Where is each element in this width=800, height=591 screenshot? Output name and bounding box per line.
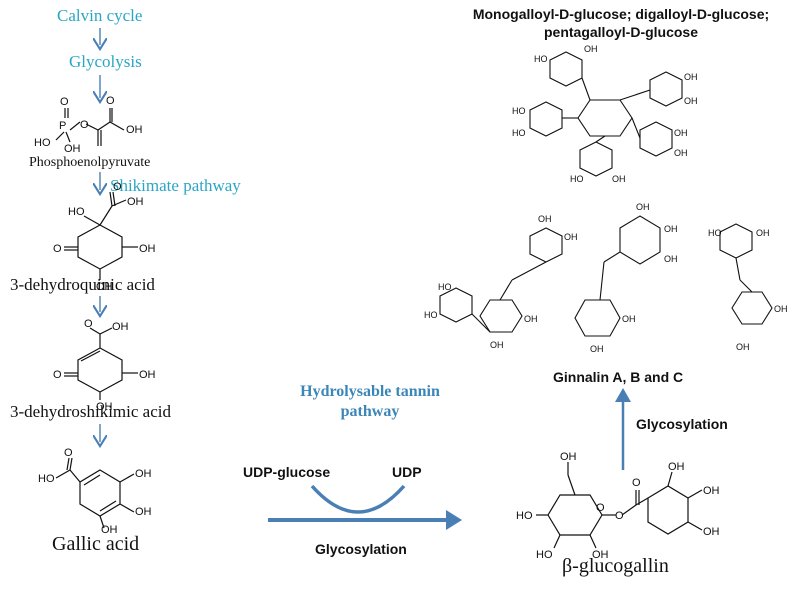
svg-text:OH: OH bbox=[684, 72, 698, 82]
svg-text:OH: OH bbox=[584, 44, 598, 54]
svg-text:OH: OH bbox=[774, 304, 788, 314]
svg-text:OH: OH bbox=[139, 243, 156, 255]
svg-text:O: O bbox=[106, 95, 115, 107]
svg-text:OH: OH bbox=[703, 485, 720, 497]
svg-text:OH: OH bbox=[590, 344, 604, 354]
svg-text:P: P bbox=[59, 120, 66, 132]
beta-glucogallin-label: β-glucogallin bbox=[562, 555, 669, 577]
svg-text:HO: HO bbox=[38, 473, 55, 485]
pep-structure bbox=[55, 108, 125, 146]
svg-text:OH: OH bbox=[560, 451, 577, 463]
vertical-arrowhead bbox=[615, 388, 631, 402]
svg-text:HO: HO bbox=[536, 549, 553, 561]
svg-text:OH: OH bbox=[96, 281, 113, 293]
galloyl-glucose-title-line2: pentagalloyl-D-glucose bbox=[543, 24, 699, 40]
udp-glucose-label: UDP-glucose bbox=[243, 464, 331, 480]
glycosylation-vertical-label: Glycosylation bbox=[636, 416, 728, 432]
svg-text:OH: OH bbox=[524, 314, 538, 324]
svg-text:O: O bbox=[60, 96, 69, 108]
svg-text:HO: HO bbox=[708, 228, 722, 238]
svg-text:O: O bbox=[64, 447, 73, 459]
svg-text:OH: OH bbox=[564, 232, 578, 242]
ginnalin-structures bbox=[439, 215, 773, 337]
glycosylation-bottom-label: Glycosylation bbox=[315, 541, 407, 557]
svg-text:HO: HO bbox=[534, 54, 548, 64]
svg-text:HO: HO bbox=[438, 282, 452, 292]
svg-text:OH: OH bbox=[538, 214, 552, 224]
svg-text:O: O bbox=[113, 181, 122, 193]
svg-text:OH: OH bbox=[112, 321, 129, 333]
gallic-acid-structure bbox=[55, 457, 135, 529]
svg-text:O: O bbox=[632, 477, 641, 489]
svg-text:OH: OH bbox=[96, 401, 113, 413]
dehydroquinic-structure bbox=[64, 191, 138, 280]
svg-text:O: O bbox=[80, 119, 89, 131]
galloyl-glucose-title-line1: Monogalloyl-D-glucose; digalloyl-D-gluco… bbox=[472, 6, 770, 22]
svg-text:HO: HO bbox=[424, 310, 438, 320]
main-arrowhead bbox=[446, 510, 462, 530]
svg-text:OH: OH bbox=[674, 128, 688, 138]
dehydroshikimic-acid-label: 3-dehydroshikimic acid bbox=[10, 402, 171, 421]
calvin-cycle-label: Calvin cycle bbox=[57, 6, 143, 25]
svg-text:OH: OH bbox=[674, 148, 688, 158]
dehydroshikimic-structure bbox=[64, 327, 138, 400]
udp-curved-arrow bbox=[310, 484, 406, 514]
svg-text:OH: OH bbox=[684, 96, 698, 106]
glycolysis-label: Glycolysis bbox=[69, 52, 142, 71]
svg-text:OH: OH bbox=[756, 228, 770, 238]
svg-text:O: O bbox=[615, 510, 624, 522]
ginnalin-label: Ginnalin A, B and C bbox=[553, 369, 684, 385]
dehydroquinic-acid-label: 3-dehydroquinic acid bbox=[10, 275, 155, 294]
svg-text:OH: OH bbox=[135, 506, 152, 518]
svg-text:HO: HO bbox=[570, 174, 584, 184]
svg-text:OH: OH bbox=[101, 524, 118, 536]
svg-text:OH: OH bbox=[139, 369, 156, 381]
svg-text:HO: HO bbox=[512, 106, 526, 116]
svg-text:O: O bbox=[596, 502, 605, 514]
svg-text:HO: HO bbox=[68, 206, 85, 218]
svg-text:OH: OH bbox=[126, 124, 143, 136]
svg-text:OH: OH bbox=[490, 340, 504, 350]
beta-glucogallin-structure bbox=[536, 462, 703, 549]
shikimate-pathway-label: Shikimate pathway bbox=[110, 176, 241, 195]
svg-text:OH: OH bbox=[636, 202, 650, 212]
svg-text:OH: OH bbox=[664, 254, 678, 264]
svg-text:O: O bbox=[53, 243, 62, 255]
svg-text:OH: OH bbox=[703, 526, 720, 538]
hydrolysable-tannin-pathway-label: Hydrolysable tannin pathway bbox=[300, 383, 440, 420]
pentagalloyl-glucose-structure bbox=[529, 51, 683, 177]
phosphoenolpyruvate-label: Phosphoenolpyruvate bbox=[29, 155, 151, 170]
gallic-acid-label: Gallic acid bbox=[52, 533, 140, 555]
udp-label: UDP bbox=[392, 464, 422, 480]
svg-text:OH: OH bbox=[64, 143, 81, 155]
svg-text:OH: OH bbox=[127, 196, 144, 208]
svg-text:OH: OH bbox=[664, 224, 678, 234]
svg-text:OH: OH bbox=[622, 314, 636, 324]
svg-text:OH: OH bbox=[135, 468, 152, 480]
svg-text:OH: OH bbox=[592, 549, 609, 561]
svg-text:HO: HO bbox=[34, 137, 51, 149]
svg-text:OH: OH bbox=[668, 461, 685, 473]
svg-text:OH: OH bbox=[736, 342, 750, 352]
svg-text:O: O bbox=[53, 369, 62, 381]
svg-text:HO: HO bbox=[516, 510, 533, 522]
svg-text:OH: OH bbox=[612, 174, 626, 184]
svg-text:HO: HO bbox=[512, 128, 526, 138]
svg-text:O: O bbox=[84, 318, 93, 330]
